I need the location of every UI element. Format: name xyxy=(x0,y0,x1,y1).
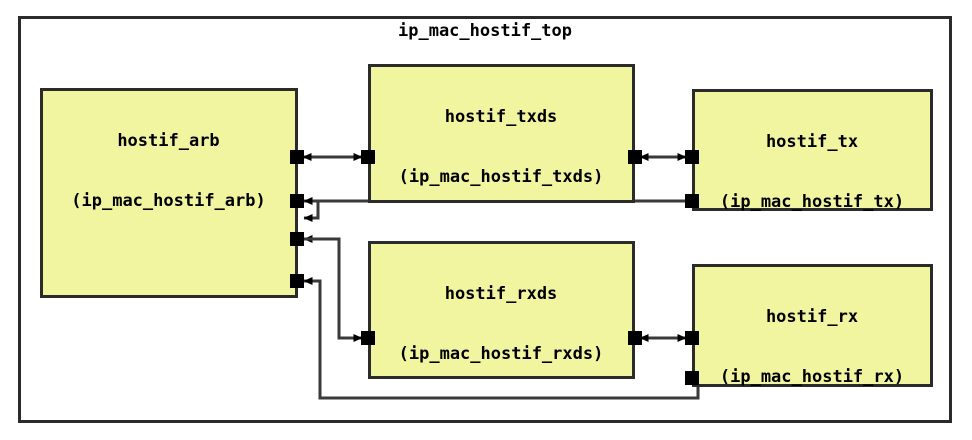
wire-arb-to-rxds xyxy=(304,237,363,342)
port-rx-left-2[interactable] xyxy=(685,371,699,385)
block-hostif-rx[interactable] xyxy=(692,264,933,387)
port-tx-left-2[interactable] xyxy=(685,194,699,208)
port-rx-left-1[interactable] xyxy=(685,331,699,345)
wire-tx-to-arb xyxy=(303,199,688,222)
port-arb-right-4[interactable] xyxy=(290,274,304,288)
wire-rxds-to-arb xyxy=(303,235,362,340)
port-layer xyxy=(290,150,699,385)
port-arb-right-3[interactable] xyxy=(290,232,304,246)
block-hostif-tx[interactable] xyxy=(692,89,933,211)
block-hostif-arb[interactable] xyxy=(40,88,298,298)
port-arb-right-2[interactable] xyxy=(290,194,304,208)
top-module-frame xyxy=(18,16,952,423)
port-tx-left-1[interactable] xyxy=(685,150,699,164)
port-rxds-left[interactable] xyxy=(361,331,375,345)
page-title: ip_mac_hostif_top xyxy=(398,21,572,41)
port-arb-right-1[interactable] xyxy=(290,150,304,164)
port-txds-right[interactable] xyxy=(628,150,642,164)
block-layer xyxy=(40,64,933,387)
port-txds-left[interactable] xyxy=(361,150,375,164)
block-hostif-rxds[interactable] xyxy=(368,241,635,379)
port-rxds-right[interactable] xyxy=(628,331,642,345)
block-hostif-txds[interactable] xyxy=(368,64,635,203)
